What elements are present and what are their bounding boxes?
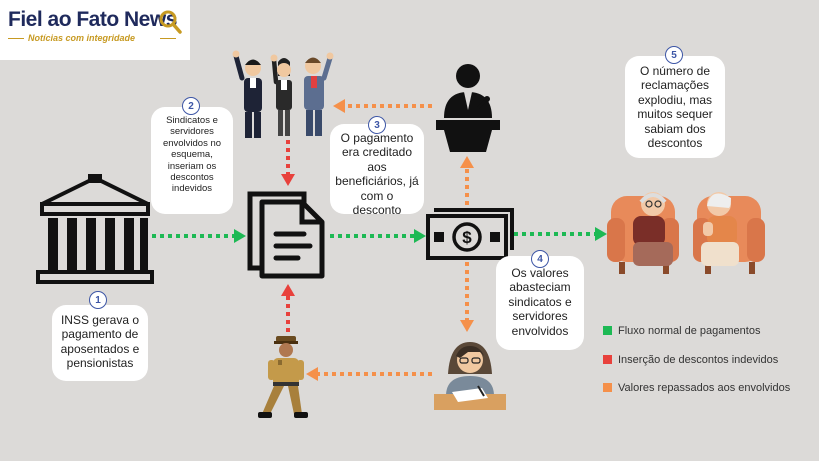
government-building-icon: [36, 174, 154, 284]
step-4-text: Os valores abasteciam sindicatos e servi…: [508, 266, 572, 338]
legend-green-label: Fluxo normal de pagamentos: [618, 325, 761, 337]
document-icon: [247, 191, 325, 279]
step-2-badge: 2: [182, 97, 200, 115]
money-bill-icon: $: [426, 208, 514, 260]
step-3-badge: 3: [368, 116, 386, 134]
step-4-badge: 4: [531, 250, 549, 268]
speaker-podium-icon: [436, 64, 500, 152]
legend-green: Fluxo normal de pagamentos: [603, 325, 760, 337]
step-1-bubble: INSS gerava o pagamento de aposentados e…: [52, 305, 148, 381]
legend-orange: Valores repassados aos envolvidos: [603, 382, 790, 394]
step-5-text: O número de reclamações explodiu, mas mu…: [637, 64, 713, 150]
step-1-badge: 1: [89, 291, 107, 309]
orange-arrows: [316, 104, 469, 376]
magnifier-icon: [159, 10, 182, 34]
clerk-desk-icon: [434, 342, 506, 410]
step-3-bubble: O pagamento era creditado aos beneficiár…: [330, 124, 424, 217]
green-arrows: [152, 232, 597, 238]
step-5-bubble: O número de reclamações explodiu, mas mu…: [625, 56, 725, 158]
step-3-text: O pagamento era creditado aos beneficiár…: [335, 131, 419, 217]
step-2-text: Sindicatos e servidores envolvidos no es…: [162, 115, 222, 195]
protesters-icon: [232, 50, 334, 138]
step-1-text: INSS gerava o pagamento de aposentados e…: [60, 313, 140, 371]
step-5-badge: 5: [665, 46, 683, 64]
elderly-couple-icon: [607, 192, 765, 274]
legend-red-label: Inserção de descontos indevidos: [618, 354, 779, 366]
officer-icon: [258, 336, 308, 418]
svg-text:$: $: [462, 228, 472, 247]
step-4-bubble: Os valores abasteciam sindicatos e servi…: [496, 256, 584, 350]
legend-red: Inserção de descontos indevidos: [603, 354, 778, 366]
logo-title: Fiel ao Fato News: [8, 8, 177, 31]
legend-orange-label: Valores repassados aos envolvidos: [618, 382, 791, 394]
step-2-bubble: Sindicatos e servidores envolvidos no es…: [151, 107, 233, 214]
logo-subtitle: Notícias com integridade: [28, 33, 136, 43]
logo: Fiel ao Fato News Notícias com integrida…: [0, 0, 190, 60]
